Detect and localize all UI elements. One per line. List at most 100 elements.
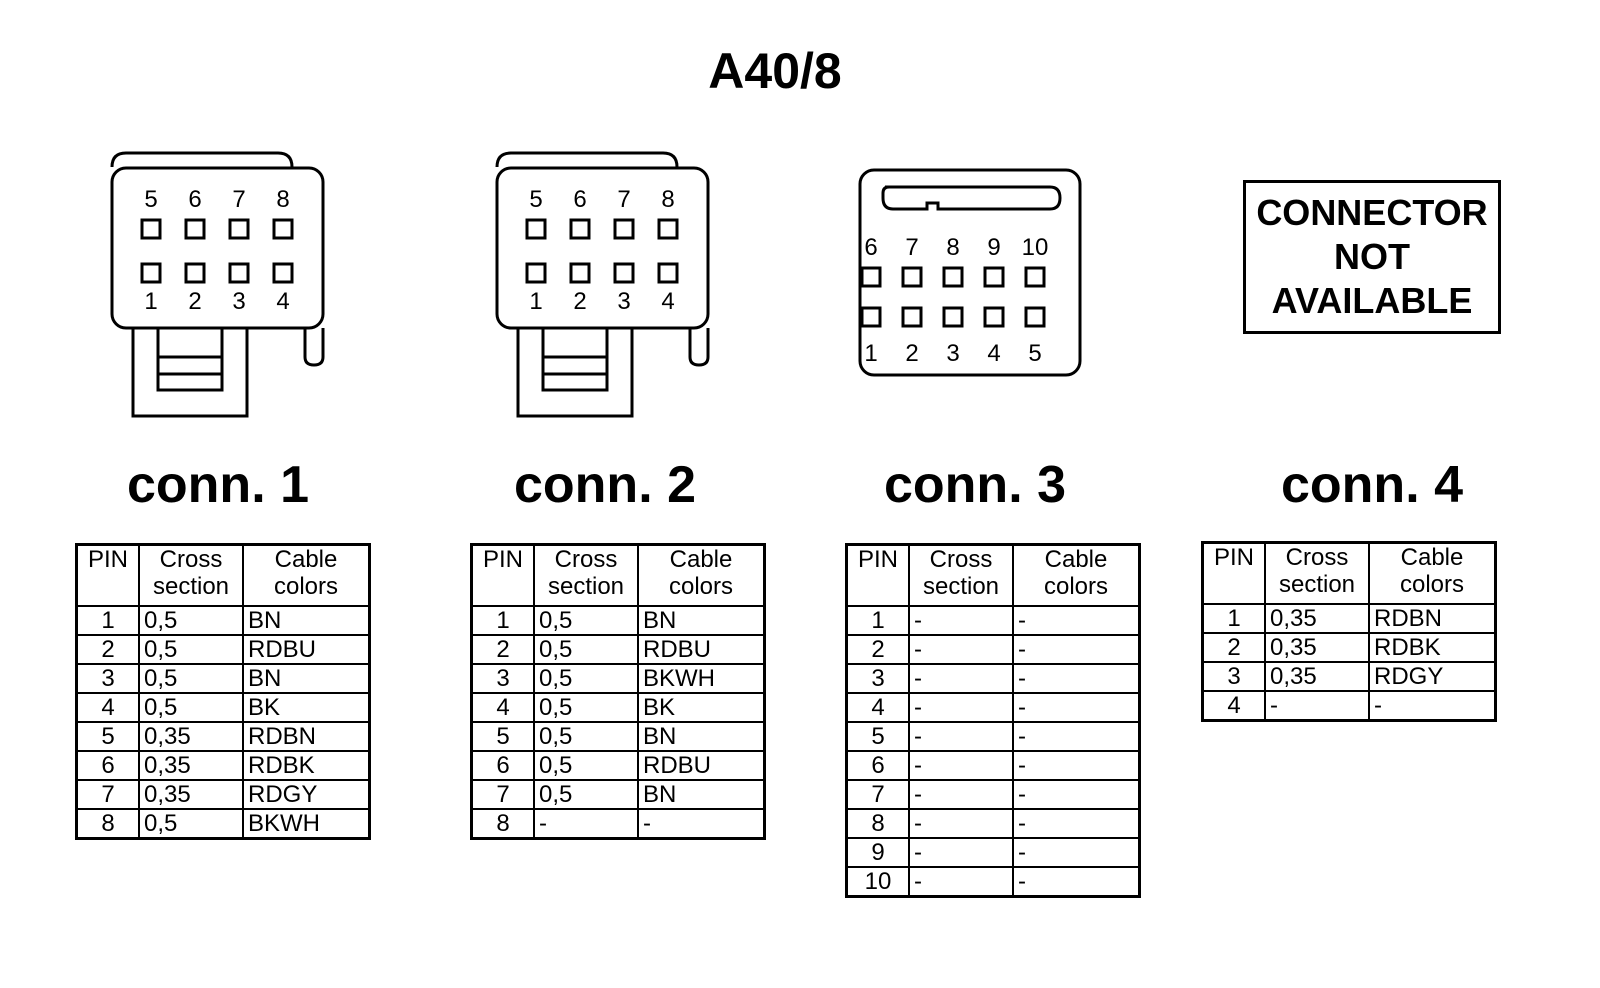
header-cross-section-line: Cross (554, 546, 618, 573)
pin-socket (901, 266, 923, 288)
cross-section-cell: 0,5 (138, 692, 244, 723)
header-pin: PIN (1201, 541, 1266, 605)
pin-number: 4 (661, 288, 674, 315)
pin-cell: 4 (1201, 690, 1266, 722)
cross-section-cell: - (533, 808, 639, 840)
pin-socket (525, 218, 547, 240)
cross-section-cell: 0,5 (533, 605, 639, 636)
cable-color-cell: RDGY (1368, 661, 1497, 692)
cross-section-cell: - (908, 837, 1014, 868)
header-pin: PIN (470, 543, 535, 607)
pin-socket (272, 262, 294, 284)
cable-color-cell: RDGY (242, 779, 371, 810)
header-cross-section-line: Cross (159, 546, 223, 573)
cross-section-cell: 0,5 (533, 721, 639, 752)
pin-socket (569, 218, 591, 240)
pin-cell: 5 (470, 721, 535, 752)
table-row: 4-- (845, 692, 1141, 723)
header-pin: PIN (75, 543, 140, 607)
pin-cell: 3 (1201, 661, 1266, 692)
cross-section-cell: 0,35 (138, 779, 244, 810)
pin-cell: 1 (470, 605, 535, 636)
not-available-line-2: NOT (1334, 236, 1410, 277)
pin-cell: 9 (845, 837, 910, 868)
cable-color-cell: BN (637, 721, 766, 752)
pin-number: 4 (987, 340, 1000, 367)
header-cable-colors-line: colors (668, 573, 734, 600)
cable-color-cell: - (1012, 721, 1141, 752)
pin-socket (140, 262, 162, 284)
cable-color-cell: RDBU (637, 634, 766, 665)
pin-number: 8 (276, 186, 289, 213)
header-cable-colors-line: Cable (1400, 544, 1464, 571)
cross-section-cell: 0,35 (138, 750, 244, 781)
pin-cell: 7 (75, 779, 140, 810)
cross-section-cell: - (908, 808, 1014, 839)
pin-number: 2 (573, 288, 586, 315)
cable-color-cell: RDBK (242, 750, 371, 781)
cross-section-cell: 0,5 (533, 663, 639, 694)
cable-color-cell: - (1012, 837, 1141, 868)
header-cross-section-line: section (1278, 571, 1356, 598)
cable-color-cell: BK (242, 692, 371, 723)
pin-socket (860, 266, 882, 288)
pin-number: 6 (864, 234, 877, 261)
header-cable-colors-line: colors (1043, 573, 1109, 600)
cable-color-cell: - (1012, 605, 1141, 636)
cable-color-cell: - (1012, 808, 1141, 839)
pin-number: 4 (276, 288, 289, 315)
pin-cell: 8 (845, 808, 910, 839)
pin-socket (942, 306, 964, 328)
pin-cell: 2 (470, 634, 535, 665)
cross-section-cell: 0,5 (533, 634, 639, 665)
pin-socket (184, 262, 206, 284)
pin-cell: 10 (845, 866, 910, 898)
pin-socket (569, 262, 591, 284)
table-row: 9-- (845, 837, 1141, 868)
not-available-line-1: CONNECTOR (1256, 192, 1488, 233)
pin-cell: 2 (1201, 632, 1266, 663)
pin-cell: 5 (845, 721, 910, 752)
pin-cell: 4 (845, 692, 910, 723)
pin-socket (272, 218, 294, 240)
connector-4-label: conn. 4 (1280, 456, 1464, 514)
cross-section-cell: - (908, 692, 1014, 723)
cable-color-cell: - (1012, 750, 1141, 781)
cross-section-cell: 0,5 (138, 663, 244, 694)
cross-section-cell: 0,35 (1264, 603, 1370, 634)
diagram-title: A40/8 (708, 43, 842, 99)
pin-number: 5 (144, 186, 157, 213)
pin-socket (942, 266, 964, 288)
connector-3-label: conn. 3 (883, 456, 1067, 514)
pin-number: 2 (905, 340, 918, 367)
pin-number: 3 (946, 340, 959, 367)
header-cable-colors-line: Cable (669, 546, 733, 573)
pin-number: 1 (144, 288, 157, 315)
cross-section-cell: 0,5 (533, 692, 639, 723)
connector-not-available-box: CONNECTOR NOT AVAILABLE (1243, 180, 1501, 334)
table-row: 5-- (845, 721, 1141, 752)
table-row: 8-- (470, 808, 766, 840)
cable-color-cell: RDBU (242, 634, 371, 665)
pin-cell: 8 (75, 808, 140, 840)
cross-section-cell: 0,5 (138, 808, 244, 840)
cross-section-cell: - (1264, 690, 1370, 722)
